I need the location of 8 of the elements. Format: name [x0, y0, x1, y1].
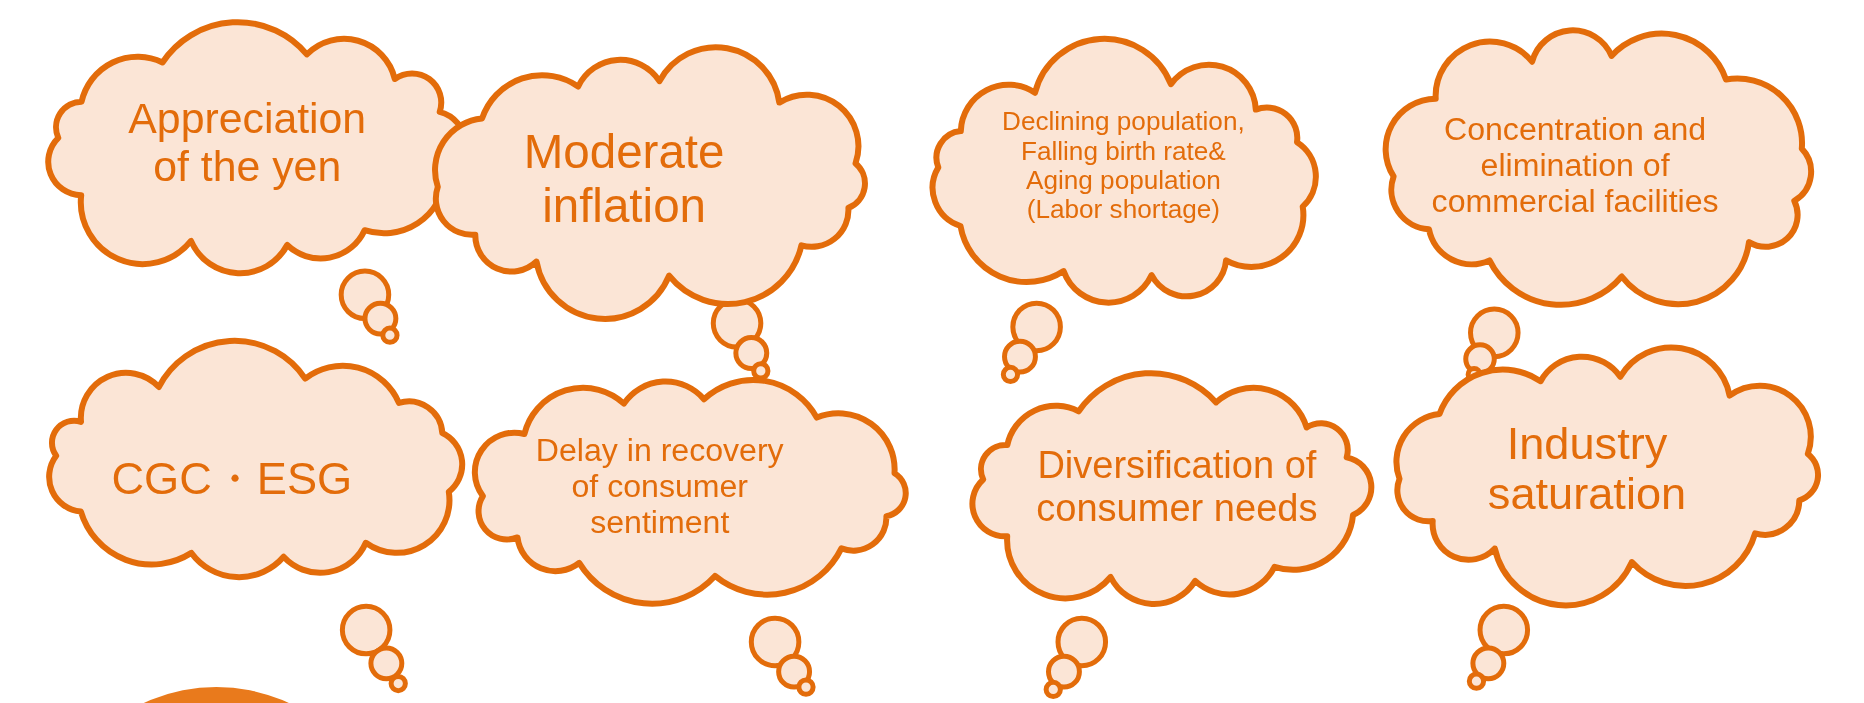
- cloud-text: Declining population, Falling birth rate& Aging population (Labor shortage): [1001, 107, 1246, 225]
- cloud-text: Concentration and elimination of commercial facilities: [1430, 112, 1720, 221]
- cloud-text: Moderate inflation: [522, 125, 726, 232]
- cloud-text: Industry saturation: [1486, 418, 1688, 521]
- cloud-text: Delay in recovery of consumer sentiment: [534, 433, 785, 542]
- cloud-text: CGC・ESG: [110, 453, 354, 505]
- cloud-text: Diversification of consumer needs: [1035, 444, 1319, 530]
- cloud-text: Appreciation of the yen: [127, 94, 368, 191]
